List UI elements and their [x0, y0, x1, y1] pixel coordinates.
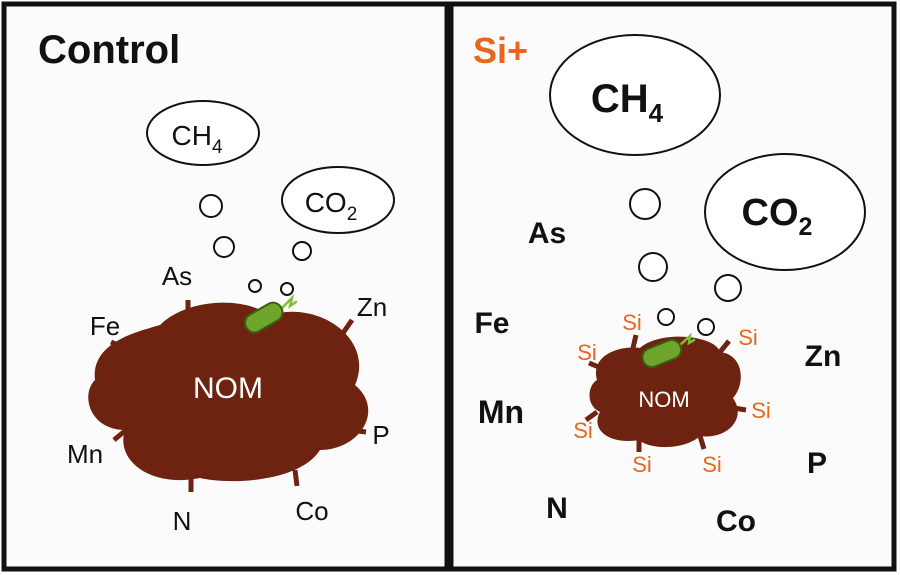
- si-plus-ch4-bubble: [549, 34, 721, 156]
- si-plus-co2-label: CO2: [742, 192, 813, 241]
- bacterium-icon: [243, 293, 298, 334]
- si-label: Si: [632, 452, 652, 477]
- si-plus-nom-label: NOM: [638, 387, 689, 412]
- si-plus-co2-bubble: [704, 153, 866, 271]
- control-nom-label: NOM: [193, 372, 263, 405]
- si-plus-title: Si+: [473, 30, 528, 71]
- bacterium-icon: [641, 332, 696, 369]
- si-plus-element-co: Co: [716, 505, 756, 538]
- si-label: Si: [577, 340, 597, 365]
- si-plus-element-fe: Fe: [474, 307, 509, 340]
- control-co2-bubble: [281, 166, 395, 234]
- si-plus-panel: Si+ CH4 CO2 NOM: [448, 1, 897, 572]
- control-element-mn: Mn: [67, 439, 103, 469]
- control-element-as: As: [162, 261, 192, 291]
- control-ch4-label: CH4: [171, 120, 222, 158]
- control-element-p: P: [372, 420, 389, 450]
- control-element-fe: Fe: [90, 311, 120, 341]
- control-panel-frame: [1, 1, 450, 572]
- si-label: Si: [702, 452, 722, 477]
- si-coating-labels: Si Si Si Si Si Si Si: [573, 310, 771, 477]
- gas-bubble-icon: [199, 194, 312, 296]
- control-element-co: Co: [295, 496, 328, 526]
- si-label: Si: [738, 325, 758, 350]
- control-nom-aggregate: [88, 300, 369, 492]
- control-co2-label: CO2: [305, 187, 358, 225]
- si-plus-ch4-label: CH4: [591, 77, 664, 128]
- si-plus-nom-aggregate: [584, 334, 747, 452]
- control-title: Control: [38, 28, 180, 72]
- si-label: Si: [573, 418, 593, 443]
- si-plus-element-mn: Mn: [478, 394, 524, 430]
- si-plus-element-as: As: [528, 217, 566, 250]
- si-plus-element-zn: Zn: [805, 340, 842, 373]
- control-element-zn: Zn: [357, 292, 387, 322]
- control-panel: Control CH4 CO2 NOM: [1, 1, 450, 572]
- si-plus-element-n: N: [546, 492, 568, 525]
- control-ch4-bubble: [146, 100, 260, 166]
- si-label: Si: [751, 398, 771, 423]
- si-plus-element-p: P: [807, 447, 827, 480]
- gas-bubble-icon: [629, 188, 742, 336]
- si-label: Si: [622, 310, 642, 335]
- control-element-n: N: [173, 506, 192, 536]
